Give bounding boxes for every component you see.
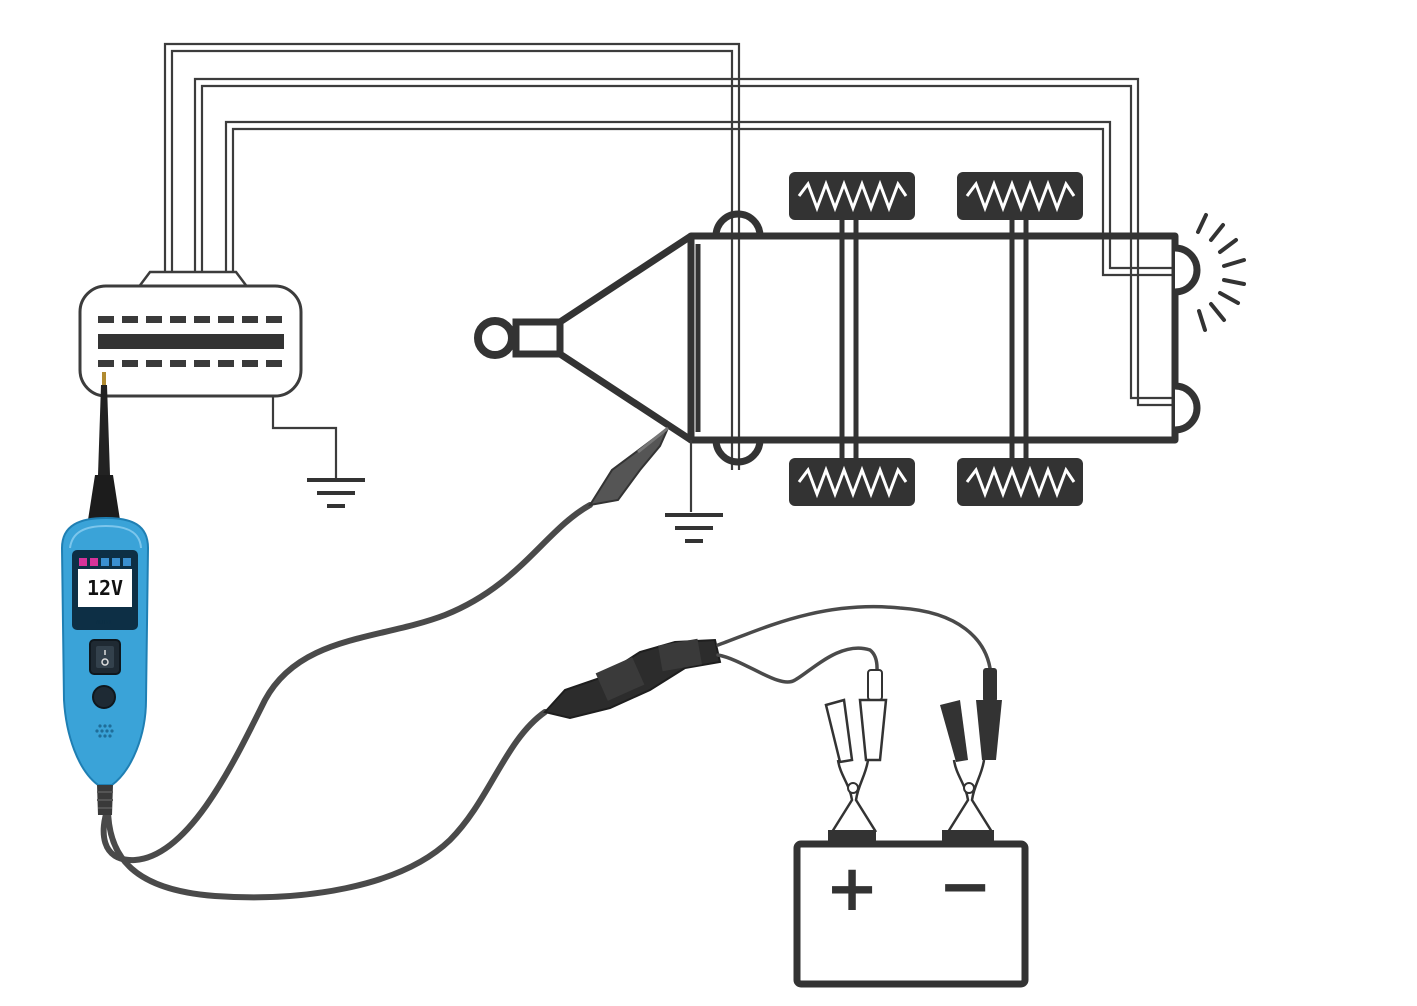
battery-icon: + −: [793, 830, 1029, 988]
tester-button[interactable]: [92, 685, 116, 709]
battery-positive-label: +: [825, 852, 879, 926]
hitch-ring: [474, 317, 516, 359]
hitch-coupler: [512, 318, 564, 358]
tire-front-right: [789, 458, 915, 506]
trailer-frame: [687, 232, 1179, 444]
positive-clip: [824, 669, 888, 833]
alligator-clip-icon: [587, 424, 671, 507]
wire-inner: [224, 120, 1178, 272]
ground-icon: [307, 478, 365, 508]
negative-clip: [940, 668, 1002, 833]
battery-negative-label: −: [938, 850, 992, 924]
tire-rear-right: [957, 458, 1083, 506]
tail-light-lower: [1174, 382, 1201, 434]
light-bulb-icon: [1196, 213, 1246, 332]
connector-pins-bottom: [98, 360, 282, 367]
connector-ground-wire: [271, 396, 338, 478]
trailer-connector-icon: [78, 270, 303, 398]
wire-middle: [193, 77, 1178, 407]
ground-clip-cable: [100, 424, 671, 864]
trailer-icon: [474, 172, 1201, 506]
inline-connector: [543, 638, 722, 720]
battery-body: [793, 840, 1029, 988]
power-cable: [105, 604, 992, 901]
tester-brand: AUTEL: [96, 620, 112, 626]
connector-bar: [98, 334, 284, 349]
tester-lcd: [78, 569, 132, 607]
ground-icon: [665, 513, 723, 543]
wire-outer-inner: [170, 49, 734, 470]
signal-wires: [163, 42, 1178, 470]
connector-pins-top: [98, 316, 282, 323]
power-probe-icon: 12V AUTEL: [60, 372, 150, 815]
speaker-icon: [95, 724, 114, 738]
tail-light-upper: [1174, 244, 1201, 296]
tire-rear-left: [957, 172, 1083, 220]
wire-middle-inner: [200, 84, 1178, 400]
tire-front-left: [789, 172, 915, 220]
wire-inner-inner: [231, 127, 1178, 277]
tester-reading: 12V: [87, 576, 123, 600]
wire-outer: [163, 42, 741, 470]
